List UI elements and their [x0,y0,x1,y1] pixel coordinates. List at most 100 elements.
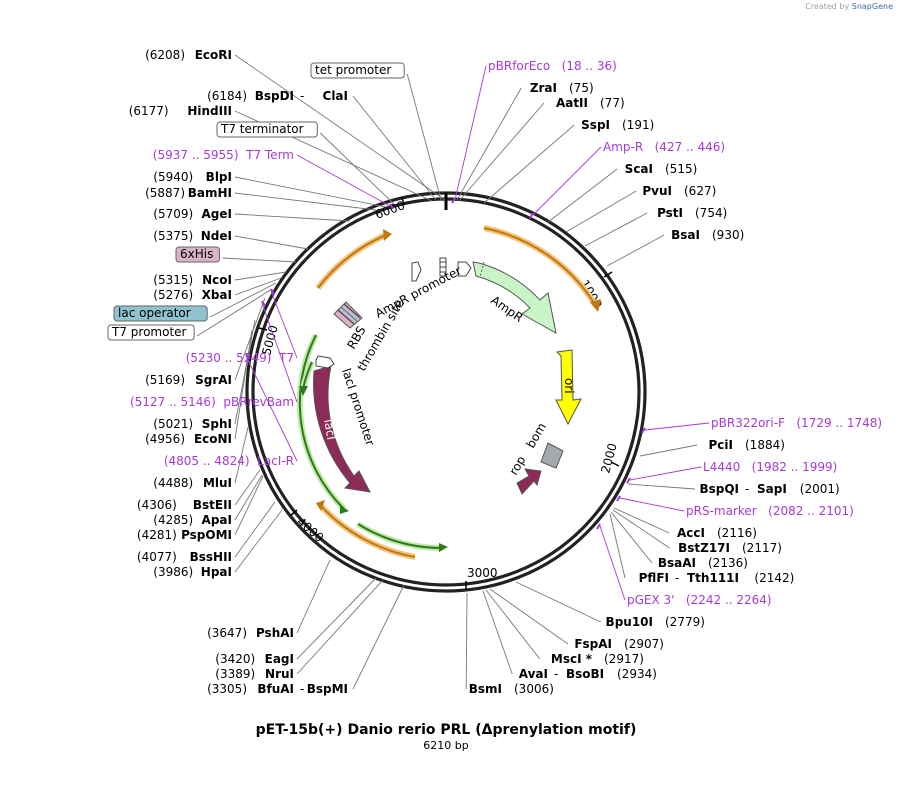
left-label-28: EagI(3420) [215,652,294,666]
leader-right-2 [458,102,545,202]
leader-left-7 [234,192,377,211]
enzyme-name-30: BfuAI [257,682,294,696]
leader-left-25 [234,501,276,558]
right-label-18: pGEX 3' (2242 .. 2264) [627,593,772,607]
enzyme-pos-r10: (1884) [745,438,785,452]
enzyme-name-r12: BspQI [699,482,739,496]
left-label-22: BstEII(4306) [137,498,232,512]
rbs-line-1 [337,309,355,325]
leader-left-13 [209,282,277,318]
ori-arrow [555,349,582,426]
tick-3000: 3000 [467,566,498,580]
enzyme-pos-r20: (2907) [624,637,664,651]
enzyme-name-r17: PflFI [639,571,669,585]
enzyme-sep-30: - [300,682,304,696]
left-label-30: BspMI-BfuAI(3305) [207,682,348,696]
enzyme-pos-r23: (3006) [514,682,554,696]
primer-label-15: (5230 .. 5249) T7 [186,351,294,365]
enzyme-pos-r15: (2117) [742,541,782,555]
left-label-26: HpaI (3986) [153,565,232,579]
plasmid-title: pET-15b(+) Danio rerio PRL (Δprenylation… [256,722,637,738]
enzyme-pos-r6: (627) [684,184,716,198]
left-label-5: (5937 .. 5955) T7 Term [153,148,294,162]
right-label-14: AccI(2116) [677,526,757,540]
orange-arc-3-head [316,500,325,511]
leader-left-15 [270,290,298,359]
right-label-21: MscI *(2917) [551,652,644,666]
enzyme-name-24: PspOMI [181,528,232,542]
leader-left-23 [234,474,263,521]
orange-arc-3 [319,504,416,558]
enzyme-name-0: EcoRI [195,48,232,62]
enzyme-name-r16: BsaAI [658,556,696,570]
enzyme-name-26: HpaI [201,565,232,579]
left-label-14: T7 promoter [107,324,195,341]
right-label-23: BsmI(3006) [469,682,554,696]
right-label-15: BstZ17I(2117) [678,541,782,555]
bom-label: bom [523,420,548,450]
enzyme-pos-r5: (515) [665,162,697,176]
feature-box-label-14: T7 promoter [111,325,187,339]
right-label-17: PflFI-Tth111I(2142) [639,571,795,585]
tick-mark-6000 [401,196,405,206]
enzyme-pos-3: (6177) [129,104,169,118]
leader-right-15 [612,509,670,549]
left-label-19: EcoNI(4956) [145,432,232,446]
primer-label-r11: L4440 (1982 .. 1999) [703,460,837,474]
enzyme-name-r5: ScaI [625,162,653,176]
laci-label: lacI [321,418,338,441]
leader-left-28 [296,577,377,660]
enzyme-sep-r22: - [554,667,558,681]
enzyme-pos-11: (5315) [153,273,193,287]
brand-prefix: Created by [805,2,850,11]
feature-box-4 [216,121,318,138]
enzyme-pos-26: (3986) [153,565,193,579]
leader-left-6 [234,176,387,208]
right-label-22: AvaI-BsoBI(2934) [519,667,657,681]
enzyme-pos-r2: (77) [600,96,625,110]
primer-site-l15 [270,288,275,295]
right-label-2: AatII(77) [556,96,625,110]
right-label-19: Bpu10I(2779) [606,615,705,629]
enzyme-name-29: NruI [265,667,294,681]
leader-left-0 [234,54,446,201]
leader-left-2 [352,95,437,201]
left-label-21: MluI(4488) [153,476,232,490]
left-label-4: T7 terminator [216,121,318,138]
right-label-11: L4440 (1982 .. 1999) [703,460,837,474]
leader-right-12 [627,483,696,490]
leader-right-18 [599,525,626,601]
leader-right-20 [489,588,569,645]
enzyme-name-r22: AvaI [519,667,548,681]
green-arc-2-head [299,386,308,396]
enzyme-name-3: HindIII [187,104,232,118]
enzyme-pos-22: (4306) [137,498,177,512]
left-label-16: SgrAI(5169) [145,373,232,387]
tick-mark-4000 [289,509,298,517]
primer-label-r4: Amp-R (427 .. 446) [603,140,725,154]
left-label-12: XbaI(5276) [153,288,232,302]
right-label-12: BspQI-SapI(2001) [699,482,839,496]
right-label-3: SspI(191) [581,118,654,132]
tick-mark-2000 [610,461,620,467]
orange-arc-1-head [590,299,601,312]
feature-box-label-13: lac operator [118,306,191,320]
leader-left-8 [234,213,351,222]
orange-arc-1 [483,227,597,307]
leader-right-11 [629,466,702,481]
enzyme-name-28: EagI [265,652,294,666]
leader-left-29 [296,579,384,675]
left-label-7: BamHI(5887) [145,186,232,200]
primer-site-r4 [529,212,534,219]
left-label-24: PspOMI(4281) [137,528,232,542]
leader-left-14 [196,288,273,337]
primer-site-r11 [626,477,631,484]
enzyme-name-r7: PstI [657,206,683,220]
feature-box-13 [113,305,208,322]
enzyme-name-12: XbaI [202,288,232,302]
rop-arrow [516,468,542,495]
tick-2000: 2000 [598,442,619,475]
enzyme-name-27: PshAI [256,626,294,640]
laci-promoter-label: lacI promoter [339,367,377,448]
leader-right-1 [456,87,522,201]
